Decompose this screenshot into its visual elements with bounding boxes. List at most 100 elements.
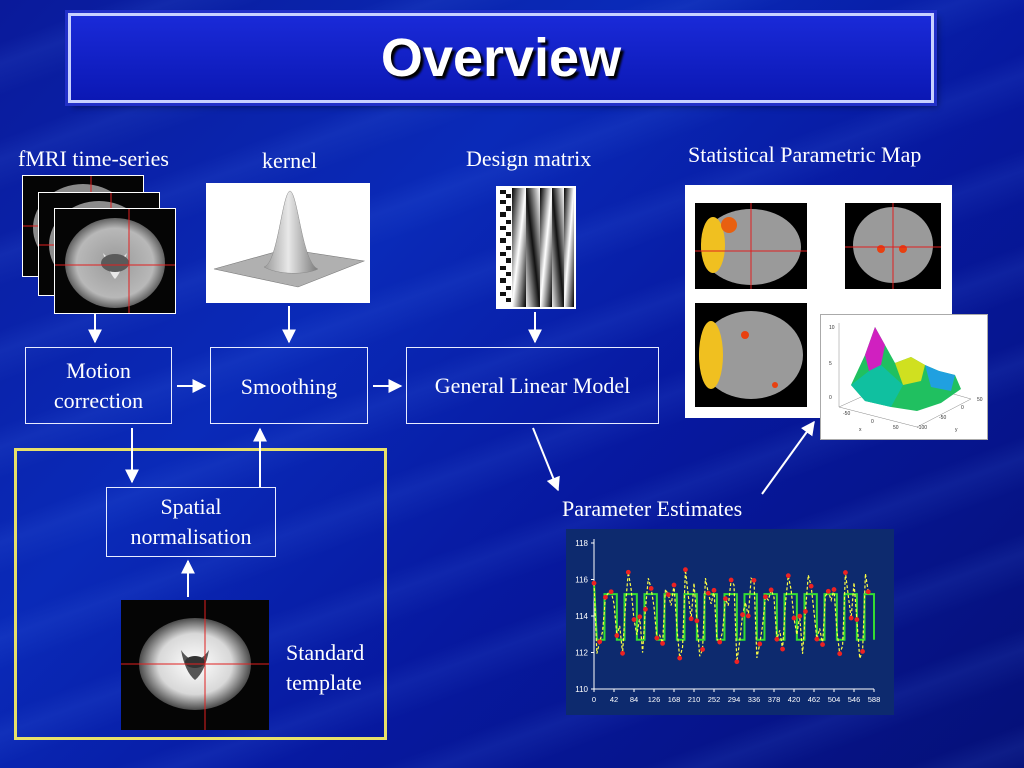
data-point xyxy=(603,594,608,600)
data-point xyxy=(774,636,780,642)
data-point xyxy=(797,613,803,619)
data-point xyxy=(768,587,774,593)
x-tick-label: 210 xyxy=(688,695,701,704)
data-point xyxy=(751,577,757,583)
x-tick-label: 546 xyxy=(848,695,861,704)
data-point xyxy=(791,615,797,621)
title-banner: Overview xyxy=(68,13,934,103)
page-title: Overview xyxy=(380,28,622,88)
glm-box: General Linear Model xyxy=(406,347,659,424)
smoothing-box: Smoothing xyxy=(210,347,368,424)
design-matrix-image xyxy=(496,186,576,309)
standard-template-line2: template xyxy=(286,670,362,695)
data-point xyxy=(688,616,694,622)
data-point xyxy=(728,577,734,583)
surface-x-tick: 50 xyxy=(893,425,899,431)
spatial-normalisation-line1: Spatial xyxy=(160,494,222,519)
label-design-matrix: Design matrix xyxy=(466,146,592,171)
data-point xyxy=(740,612,745,618)
x-tick-label: 504 xyxy=(828,695,841,704)
x-tick-label: 84 xyxy=(630,695,638,704)
data-point xyxy=(625,569,631,575)
motion-correction-line2: correction xyxy=(53,387,144,413)
gaussian-kernel-icon xyxy=(213,190,366,288)
surface-y-tick: 0 xyxy=(961,405,964,411)
data-point xyxy=(820,642,825,647)
surface-x-tick: -50 xyxy=(843,411,850,417)
data-line xyxy=(593,569,869,662)
data-point xyxy=(848,615,854,621)
data-point xyxy=(643,606,648,612)
data-point xyxy=(831,587,837,592)
x-tick-label: 462 xyxy=(808,695,821,704)
data-point xyxy=(694,618,700,624)
surface-z-tick: 5 xyxy=(829,361,832,367)
spatial-normalisation-box: Spatial normalisation xyxy=(106,487,276,557)
x-tick-label: 294 xyxy=(728,695,741,704)
data-point xyxy=(854,617,860,622)
x-tick-label: 168 xyxy=(668,695,681,704)
x-tick-label: 336 xyxy=(748,695,761,704)
x-tick-label: 588 xyxy=(868,695,881,704)
x-tick-label: 252 xyxy=(708,695,721,704)
data-point xyxy=(683,567,688,573)
data-point xyxy=(614,633,620,638)
arrow-glm-to-parameters xyxy=(532,427,560,492)
y-tick-label: 116 xyxy=(575,576,588,585)
kernel-image xyxy=(206,183,370,303)
spm-panel xyxy=(685,185,952,418)
data-point xyxy=(843,570,848,575)
standard-template-line1: Standard xyxy=(286,640,365,665)
surface-y-tick: -50 xyxy=(939,415,946,421)
data-point xyxy=(837,651,843,657)
data-point xyxy=(780,646,785,652)
label-parameter-estimates: Parameter Estimates xyxy=(562,496,743,521)
y-tick-label: 118 xyxy=(575,539,588,548)
label-spm: Statistical Parametric Map xyxy=(688,142,922,167)
fmri-slice-front xyxy=(54,208,176,314)
y-tick-label: 112 xyxy=(575,649,588,658)
smoothing-label: Smoothing xyxy=(240,374,338,399)
glm-label: General Linear Model xyxy=(434,372,631,398)
normalisation-region xyxy=(14,448,387,740)
x-tick-label: 420 xyxy=(788,695,801,704)
x-tick-label: 378 xyxy=(768,695,781,704)
data-point xyxy=(825,588,831,594)
data-point xyxy=(803,609,808,614)
surface-plot: 10 5 0 -50 0 50 x -100 -50 0 50 y xyxy=(820,314,988,440)
data-point xyxy=(734,659,740,665)
arrow-parameters-to-spm xyxy=(761,420,815,495)
data-point xyxy=(608,589,614,595)
data-point xyxy=(591,580,597,586)
label-standard-template: Standard template xyxy=(286,638,364,698)
data-point xyxy=(808,583,814,589)
data-point xyxy=(763,594,768,600)
x-tick-label: 0 xyxy=(592,695,596,704)
standard-template-image xyxy=(121,600,269,730)
data-point xyxy=(785,573,791,579)
label-kernel: kernel xyxy=(262,148,317,173)
design-matrix-icon xyxy=(500,188,574,307)
surface-y-axis-label: y xyxy=(955,427,958,433)
data-point xyxy=(677,655,683,661)
data-point xyxy=(597,639,603,645)
surface-z-tick: 10 xyxy=(829,325,835,331)
data-point xyxy=(700,647,705,652)
data-point xyxy=(711,587,717,593)
data-point xyxy=(865,589,871,595)
data-point xyxy=(705,590,711,596)
data-point xyxy=(631,617,637,622)
motion-correction-box: Motion correction xyxy=(25,347,172,424)
y-tick-label: 110 xyxy=(575,685,588,694)
brain-slice-image xyxy=(55,209,175,313)
data-point xyxy=(660,640,665,646)
spatial-normalisation-line2: normalisation xyxy=(130,524,252,549)
template-brain-icon xyxy=(121,600,269,730)
x-tick-label: 126 xyxy=(648,695,661,704)
data-point xyxy=(757,641,763,647)
data-point xyxy=(860,649,865,654)
x-tick-label: 42 xyxy=(610,695,618,704)
data-point xyxy=(745,613,751,619)
data-point xyxy=(665,592,671,598)
surface-z-tick: 0 xyxy=(829,395,832,401)
